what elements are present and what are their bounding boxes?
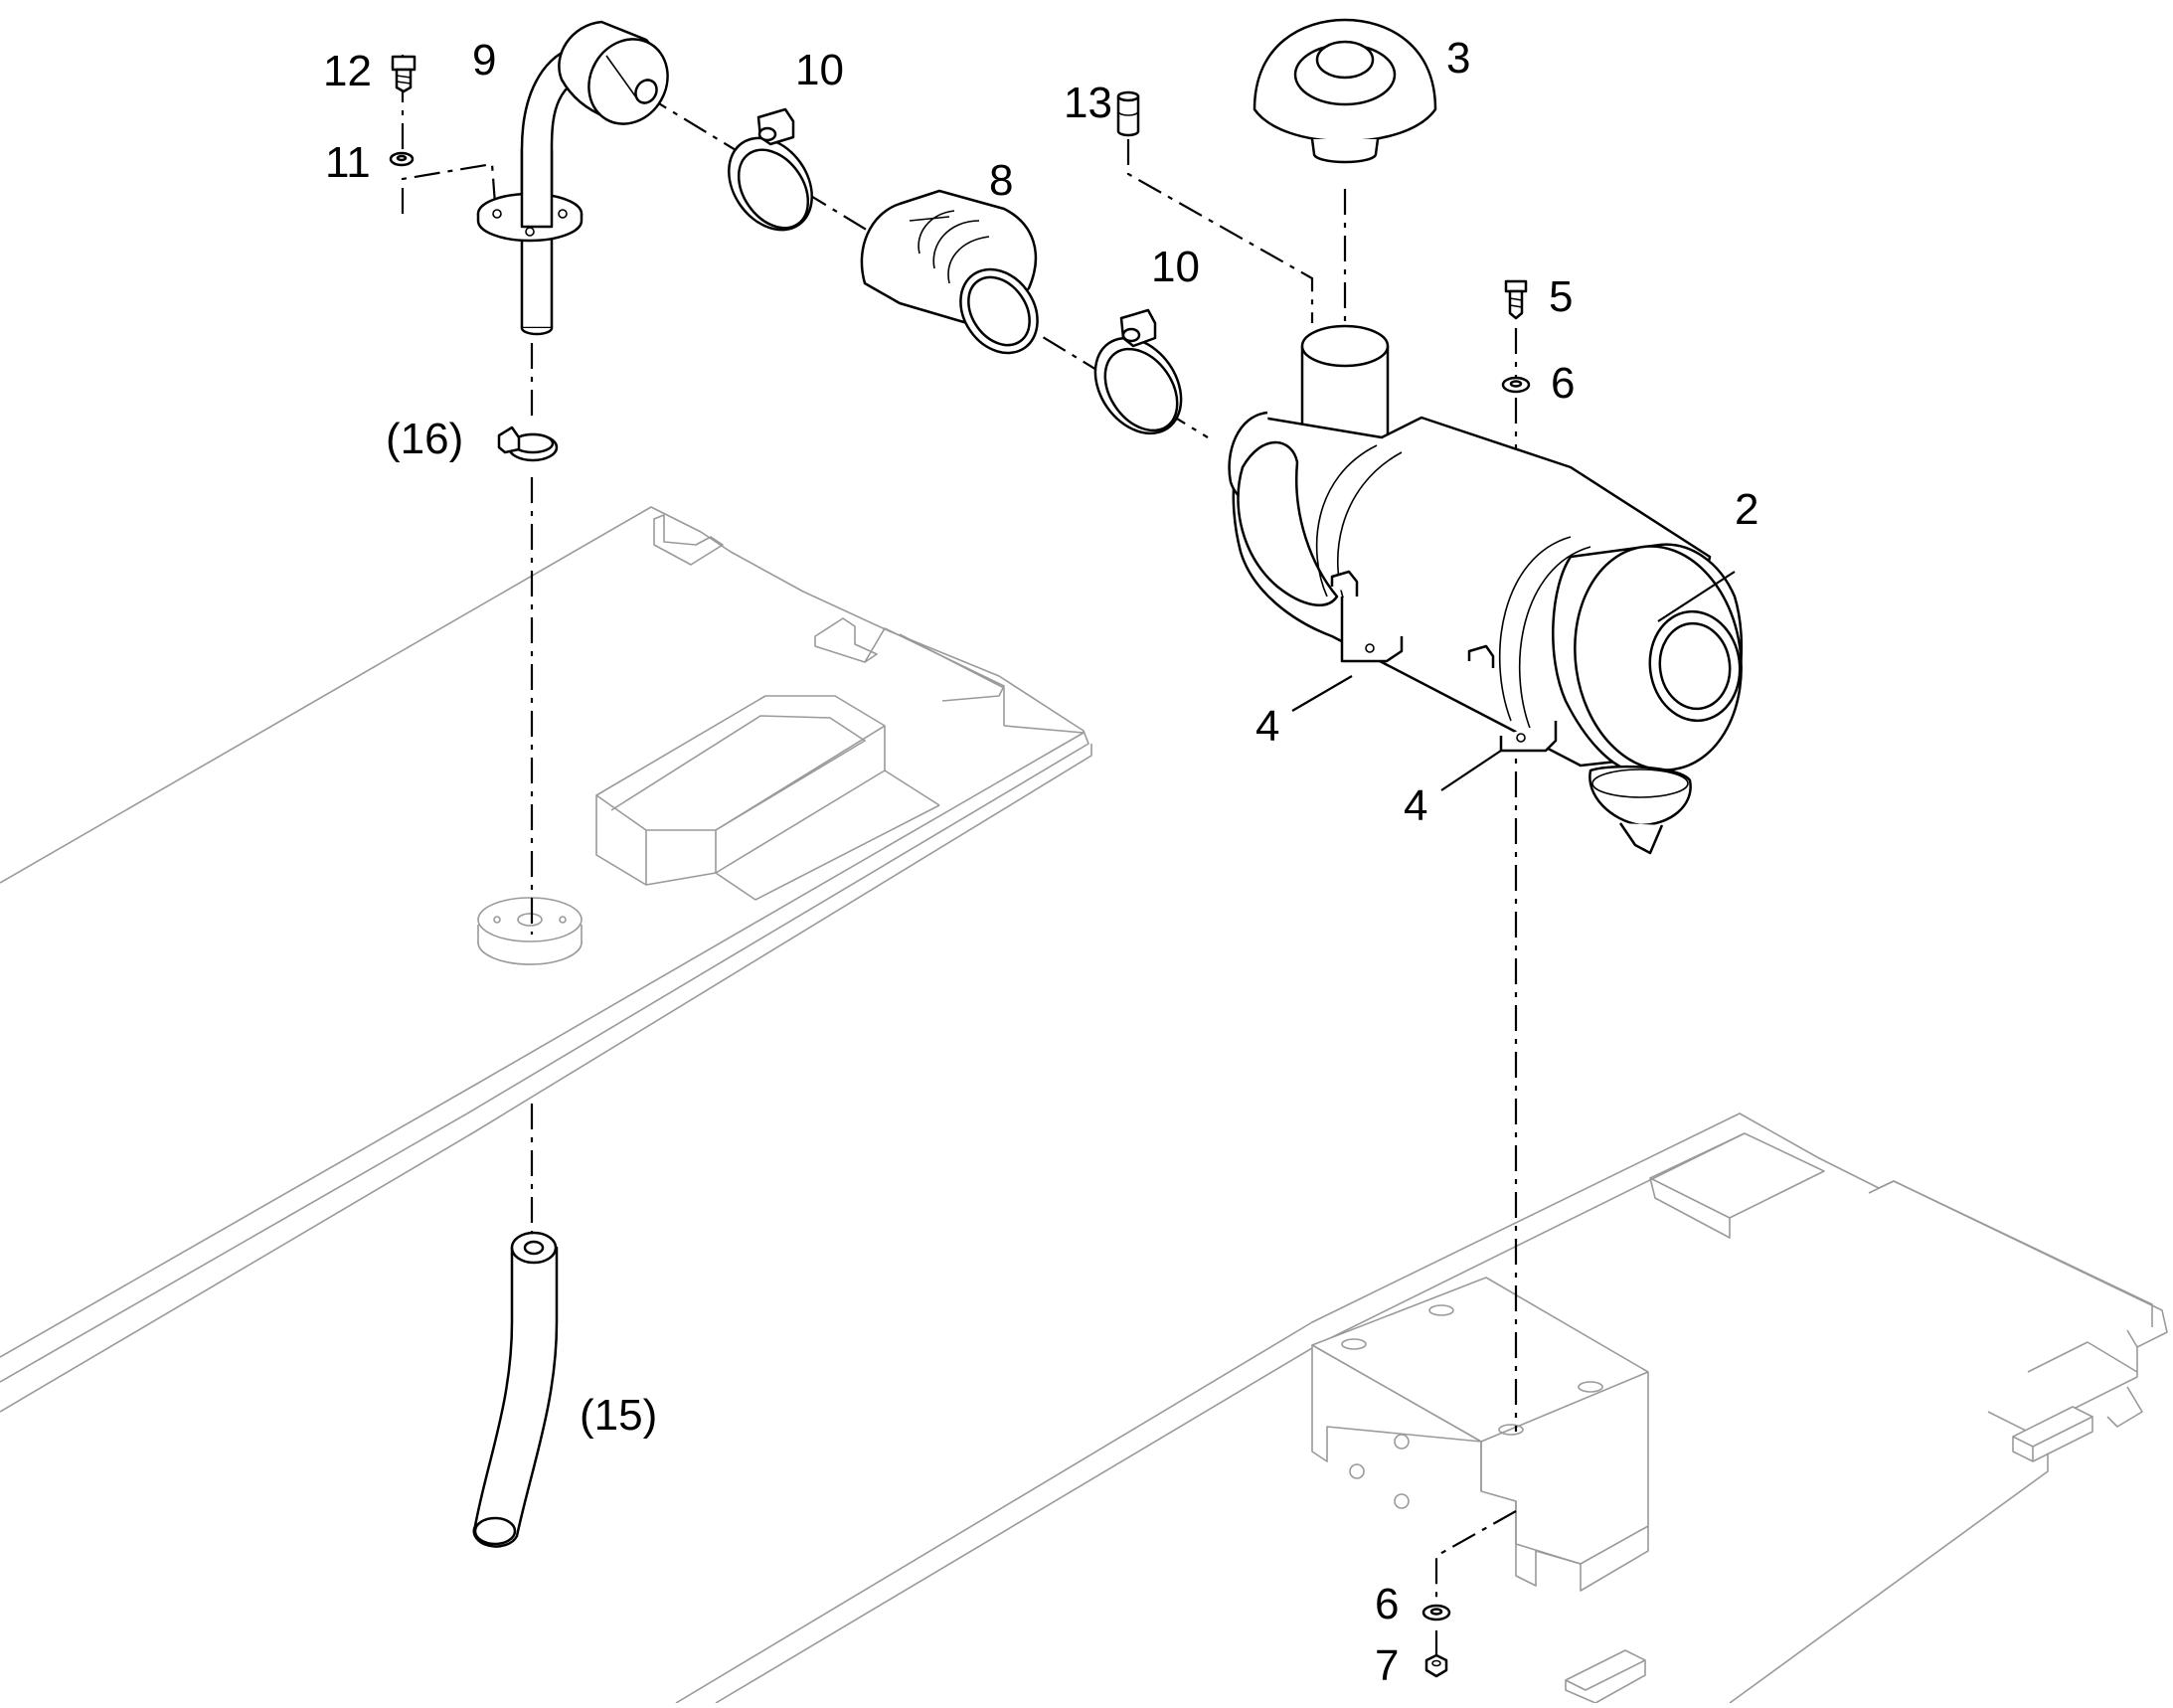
callout-3: 3 xyxy=(1446,34,1470,83)
part-10-hose-clamp-upper xyxy=(728,107,813,232)
callout-16: (16) xyxy=(386,415,463,463)
part-3-rain-cap xyxy=(1253,18,1437,164)
callout-13: 13 xyxy=(1064,79,1112,127)
callout-4-left: 4 xyxy=(1255,702,1279,751)
part-7-nut xyxy=(1424,1653,1448,1678)
part-6-washer-lower xyxy=(1421,1604,1451,1622)
part-15-hose xyxy=(472,1231,559,1548)
callout-12: 12 xyxy=(323,47,372,95)
part-12-screw xyxy=(391,55,417,93)
callout-labels: 12 9 10 11 8 13 3 10 5 6 (16) 2 4 4 (15)… xyxy=(323,34,1758,1690)
upper-chassis-panel xyxy=(0,506,1092,1413)
callout-15: (15) xyxy=(580,1391,657,1440)
callout-8: 8 xyxy=(989,156,1013,205)
part-10-hose-clamp-lower xyxy=(1093,308,1183,435)
part-5-bolt xyxy=(1504,279,1528,320)
part-16-hose-clamp xyxy=(497,426,559,462)
callout-2: 2 xyxy=(1735,485,1758,534)
callout-6-lower: 6 xyxy=(1375,1580,1399,1628)
callout-10-upper: 10 xyxy=(795,46,844,94)
lower-chassis-panel xyxy=(675,1112,2168,1704)
callout-7: 7 xyxy=(1375,1641,1399,1690)
mounting-bracket xyxy=(1311,1277,1649,1592)
callout-4-right: 4 xyxy=(1404,781,1427,830)
callout-5: 5 xyxy=(1549,272,1573,321)
part-11-washer xyxy=(389,151,415,167)
callout-6-upper: 6 xyxy=(1551,359,1575,408)
callout-9: 9 xyxy=(472,36,496,85)
part-8-hose-connector xyxy=(860,189,1039,355)
part-9-intake-elbow-pipe xyxy=(476,20,669,336)
part-2-air-cleaner xyxy=(1228,324,1744,855)
part-6-washer-upper xyxy=(1501,376,1531,394)
callout-11: 11 xyxy=(325,138,371,187)
round-mount-pad xyxy=(477,897,583,965)
leader-lines xyxy=(1291,571,1736,791)
callout-10-lower: 10 xyxy=(1151,243,1200,291)
part-13-pin xyxy=(1116,90,1140,137)
